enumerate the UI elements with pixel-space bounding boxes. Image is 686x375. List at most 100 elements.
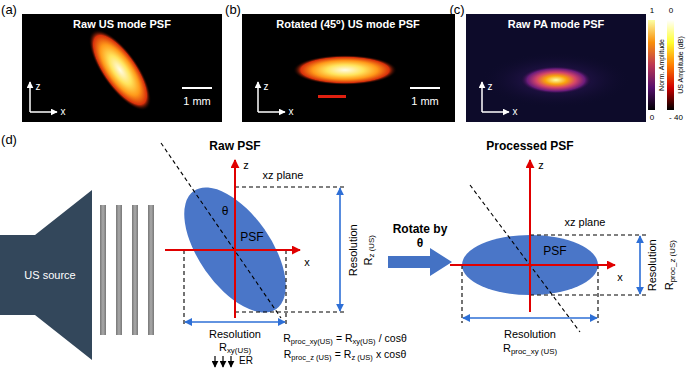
label: R	[663, 282, 675, 290]
er-arrows	[215, 356, 231, 367]
label: xz plane	[263, 169, 304, 181]
resolution-brackets	[185, 188, 640, 322]
subscript: z (US)	[367, 235, 376, 257]
label: (b)	[225, 2, 241, 17]
label: xz plane	[565, 216, 606, 228]
label-group: US Amplitude (dB)	[677, 36, 685, 94]
ellipse	[462, 235, 598, 295]
subscript: z (US)	[351, 353, 372, 362]
label-group: z	[538, 159, 544, 172]
label: x cosθ	[376, 348, 406, 360]
label: 1	[650, 6, 654, 15]
label-group: - 40	[669, 113, 683, 122]
psf-ellipse: PSF	[462, 235, 598, 295]
label-group: x	[61, 106, 66, 118]
label: z	[243, 159, 249, 171]
psf-halo	[481, 52, 631, 108]
transducer	[0, 190, 92, 360]
label: x	[304, 256, 310, 268]
label: x	[617, 271, 623, 283]
label-group: Processed PSF	[486, 140, 573, 154]
subscript: proc_xy(US)	[291, 337, 333, 346]
subscript: proc_xy (US)	[511, 347, 557, 356]
label: R	[283, 332, 291, 344]
label-group: x	[289, 106, 294, 118]
label: z	[264, 81, 269, 92]
label: R	[219, 341, 227, 353]
label: x	[61, 106, 66, 117]
dashed-guides	[161, 143, 646, 332]
label: - 40	[669, 113, 683, 122]
label-group: Norm. Amplitude	[658, 39, 666, 91]
label-group: Raw US mode PSF	[73, 18, 171, 31]
label-group: x	[513, 106, 518, 118]
label-group: Rproc_xy(US)= Rxy(US)/ cosθ	[283, 332, 407, 347]
label-group: Resolution	[347, 224, 360, 276]
label: Raw PA mode PSF	[508, 18, 605, 30]
subscript: proc_z (US)	[668, 240, 677, 282]
label-group: x	[617, 271, 623, 284]
node-label: PSF	[232, 231, 272, 244]
label: (c)	[449, 2, 464, 17]
label: x	[289, 106, 294, 117]
node-label: PSF	[535, 245, 575, 258]
scale-bar	[182, 87, 212, 89]
subscript: xy(US)	[353, 337, 376, 346]
label: R	[503, 342, 511, 354]
image-panel	[466, 14, 646, 122]
label-group: z	[243, 159, 249, 172]
label-group: xz plane	[263, 169, 304, 182]
axes	[482, 82, 509, 112]
label: 0	[650, 113, 654, 122]
label: (a)	[1, 2, 17, 17]
label: z	[488, 81, 493, 92]
label-group: x	[304, 256, 310, 269]
label-group: z	[488, 81, 493, 93]
label: 1 mm	[411, 95, 439, 107]
label: Resolution	[646, 239, 658, 291]
label: Processed PSF	[486, 139, 573, 153]
label-group: Resolution	[209, 328, 261, 341]
label-group: Rxy(US)	[219, 341, 251, 355]
psf-ellipse: PSF	[184, 187, 286, 312]
label-group: Rz (US)	[362, 235, 376, 265]
node-shape	[462, 235, 598, 295]
label-group: (a)	[1, 3, 17, 18]
label-group: Resolution	[646, 239, 659, 291]
label-group: (b)	[225, 3, 241, 18]
label: = R	[336, 332, 353, 344]
label-group: 1 mm	[183, 95, 211, 108]
label: Raw PSF	[209, 139, 260, 153]
axes	[258, 82, 285, 112]
label: (d)	[1, 132, 17, 147]
label: Raw US mode PSF	[73, 18, 171, 30]
label-group: Rproc_z (US)= Rz (US)x cosθ	[284, 348, 407, 363]
label: Resolution	[209, 328, 261, 340]
label: = R	[335, 348, 352, 360]
label: Rotate by θ	[393, 222, 448, 250]
label: R	[362, 257, 374, 265]
label: z	[36, 81, 41, 92]
label: Resolution	[347, 224, 359, 276]
label-group: z	[264, 81, 269, 93]
axes	[30, 82, 57, 112]
label-group: xz plane	[565, 216, 606, 229]
label-group: (d)	[1, 133, 17, 148]
label-group: ER	[239, 355, 253, 367]
colorbar	[667, 20, 674, 110]
label-group: Resolution	[504, 328, 556, 341]
psf-blob	[78, 20, 163, 119]
label-group: 0	[669, 6, 673, 15]
label: ER	[239, 355, 253, 366]
label: Rotated (45⁰) US mode PSF	[276, 18, 420, 30]
label: z	[538, 159, 544, 171]
label-group: 1	[650, 6, 654, 15]
label: 0	[669, 6, 673, 15]
subscript: xy(US)	[227, 346, 251, 355]
psf-blob	[520, 66, 592, 94]
label-group: Raw PA mode PSF	[508, 18, 605, 31]
red-axes	[165, 160, 615, 318]
label-group: Rproc_z (US)	[663, 240, 677, 290]
